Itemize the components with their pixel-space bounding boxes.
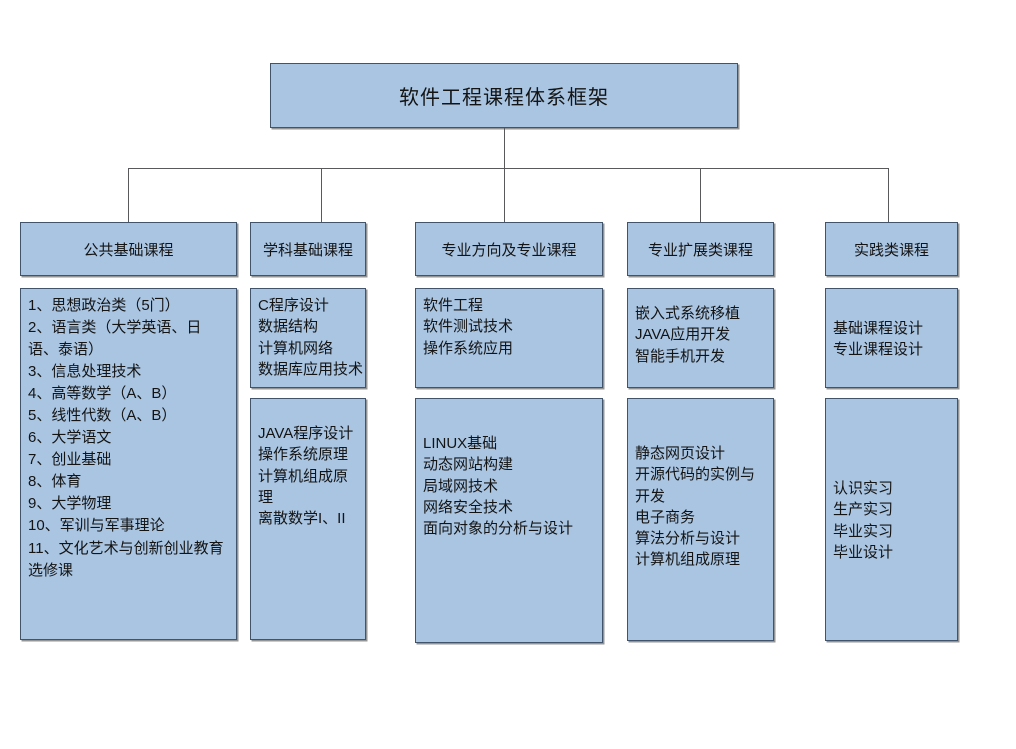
content-text: LINUX基础 动态网站构建 局域网技术 网络安全技术 面向对象的分析与设计: [423, 435, 574, 538]
connector-drop-col2: [321, 168, 322, 222]
category-header-major-extension[interactable]: 专业扩展类课程: [627, 222, 774, 276]
content-box-public-basic-courses[interactable]: 1、思想政治类（5门） 2、语言类（大学英语、日语、泰语） 3、信息处理技术 4…: [20, 288, 237, 640]
content-box-discipline-basic-advanced[interactable]: JAVA程序设计 操作系统原理 计算机组成原理 离散数学I、II: [250, 398, 366, 640]
category-header-discipline-basic[interactable]: 学科基础课程: [250, 222, 366, 276]
connector-drop-col3: [504, 168, 505, 222]
content-box-major-extension-electives[interactable]: 静态网页设计 开源代码的实例与开发 电子商务 算法分析与设计 计算机组成原理: [627, 398, 774, 641]
content-text: 1、思想政治类（5门） 2、语言类（大学英语、日语、泰语） 3、信息处理技术 4…: [28, 297, 224, 579]
content-box-discipline-basic-core[interactable]: C程序设计 数据结构 计算机网络 数据库应用技术: [250, 288, 366, 388]
content-text: C程序设计 数据结构 计算机网络 数据库应用技术: [258, 297, 364, 378]
content-box-major-direction-electives[interactable]: LINUX基础 动态网站构建 局域网技术 网络安全技术 面向对象的分析与设计: [415, 398, 603, 643]
content-text: 软件工程 软件测试技术 操作系统应用: [423, 297, 514, 357]
category-header-practice[interactable]: 实践类课程: [825, 222, 958, 276]
content-text: 静态网页设计 开源代码的实例与开发 电子商务 算法分析与设计 计算机组成原理: [635, 445, 756, 569]
content-box-major-extension-core[interactable]: 嵌入式系统移植 JAVA应用开发 智能手机开发: [627, 288, 774, 388]
content-box-practice-internship[interactable]: 认识实习 生产实习 毕业实习 毕业设计: [825, 398, 958, 641]
content-text: 认识实习 生产实习 毕业实习 毕业设计: [833, 479, 894, 561]
content-text: JAVA程序设计 操作系统原理 计算机组成原理 离散数学I、II: [258, 425, 354, 528]
root-title-box[interactable]: 软件工程课程体系框架: [270, 63, 738, 128]
category-header-label: 专业扩展类课程: [647, 241, 753, 259]
category-header-public-basic[interactable]: 公共基础课程: [20, 222, 237, 276]
content-box-practice-design[interactable]: 基础课程设计 专业课程设计: [825, 288, 958, 388]
content-text: 基础课程设计 专业课程设计: [833, 319, 924, 358]
connector-drop-col4: [700, 168, 701, 222]
category-header-label: 学科基础课程: [262, 241, 353, 259]
content-text: 嵌入式系统移植 JAVA应用开发 智能手机开发: [635, 305, 741, 365]
connector-root-stem: [504, 128, 505, 168]
page-title: 软件工程课程体系框架: [399, 87, 609, 109]
category-header-major-direction[interactable]: 专业方向及专业课程: [415, 222, 603, 276]
connector-horizontal-bus: [128, 168, 888, 169]
category-header-label: 公共基础课程: [83, 241, 174, 259]
connector-drop-col1: [128, 168, 129, 222]
connector-drop-col5: [888, 168, 889, 222]
category-header-label: 专业方向及专业课程: [441, 241, 577, 259]
category-header-label: 实践类课程: [853, 241, 929, 259]
content-box-major-direction-core[interactable]: 软件工程 软件测试技术 操作系统应用: [415, 288, 603, 388]
